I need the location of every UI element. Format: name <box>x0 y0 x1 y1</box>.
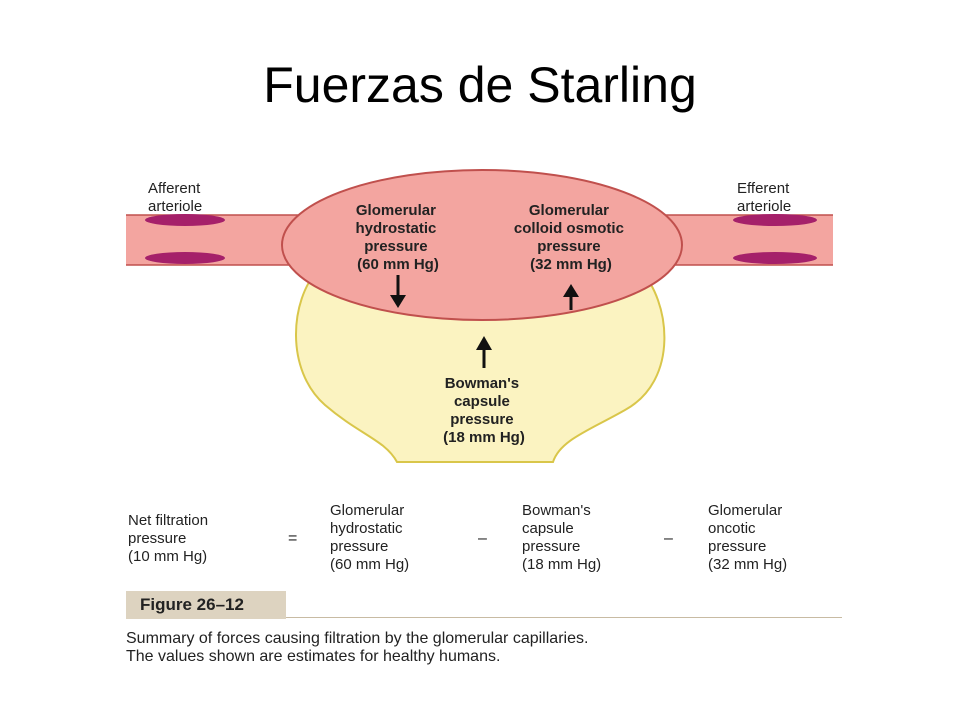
glomerular-hydrostatic-label: Glomerular hydrostatic pressure (60 mm H… <box>355 202 440 273</box>
afferent-label: Afferent arteriole <box>148 180 204 215</box>
glomerular-colloid-label: Glomerular colloid osmotic pressure (32 … <box>514 202 628 273</box>
efferent-wall-top <box>733 214 817 226</box>
afferent-wall-bottom <box>145 252 225 264</box>
bowmans-capsule <box>295 269 666 463</box>
minus-sign-1: – <box>478 530 487 547</box>
figure-divider <box>286 617 842 618</box>
arrow-up-bowman-icon <box>476 336 492 368</box>
slide-title: Fuerzas de Starling <box>263 57 697 113</box>
caption-line: Summary of forces causing filtration by … <box>126 630 589 647</box>
equals-sign: = <box>288 530 297 547</box>
efferent-label: Efferent arteriole <box>737 180 793 215</box>
afferent-wall-top <box>145 214 225 226</box>
equation-term-bowman: Bowman's capsule pressure (18 mm Hg) <box>522 502 601 573</box>
equation-term-oncotic: Glomerular oncotic pressure (32 mm Hg) <box>708 502 787 573</box>
minus-sign-2: – <box>664 530 673 547</box>
arrow-up-icon <box>563 284 579 310</box>
glomerular-capillary <box>281 169 683 321</box>
caption-line: The values shown are estimates for healt… <box>126 648 501 665</box>
figure-caption: Summary of forces causing filtration by … <box>126 630 866 666</box>
figure-label: Figure 26–12 <box>126 591 286 619</box>
net-filtration-label: Net filtration pressure (10 mm Hg) <box>128 512 212 565</box>
bowman-label: Bowman's capsule pressure (18 mm Hg) <box>443 375 525 446</box>
efferent-wall-bottom <box>733 252 817 264</box>
equation-term-hydrostatic: Glomerular hydrostatic pressure (60 mm H… <box>330 502 409 573</box>
arrow-down-icon <box>390 275 406 308</box>
